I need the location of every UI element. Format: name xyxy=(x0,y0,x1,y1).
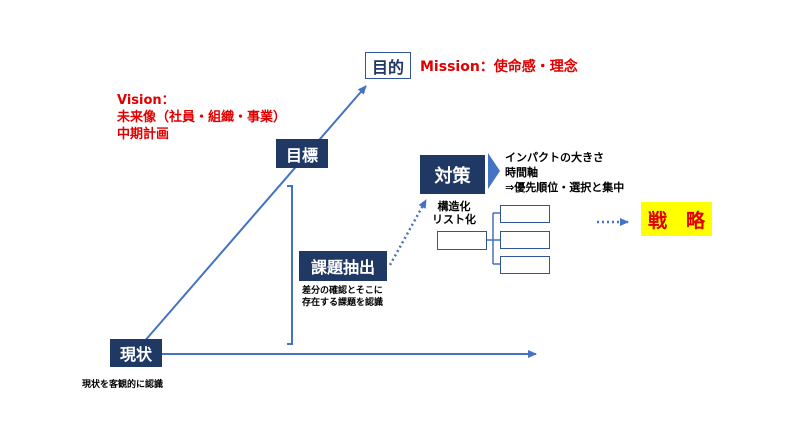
tree-child-box-3 xyxy=(500,256,550,274)
kadai-label: 課題抽出 xyxy=(310,258,375,277)
structure-line1: 構造化 xyxy=(437,200,471,213)
vision-plan: 中期計画 xyxy=(117,127,170,142)
kadai-desc-line2: 存在する課題を認識 xyxy=(302,298,384,308)
vision-title: Vision： xyxy=(117,93,175,108)
mission-text: Mission：使命感・理念 xyxy=(420,59,578,75)
mokuhyo-label: 目標 xyxy=(285,145,318,165)
senryaku-label: 戦 略 xyxy=(647,209,705,232)
genjo-box: 現状 xyxy=(110,339,162,367)
kadai-box: 課題抽出 xyxy=(299,251,387,281)
note-timeline: 時間軸 xyxy=(505,166,538,179)
tree-child-box-1 xyxy=(500,205,550,223)
senryaku-box: 戦 略 xyxy=(641,202,712,236)
note-priority: ⇒優先順位・選択と集中 xyxy=(505,181,625,194)
kadai-to-taisaku-arrow xyxy=(388,199,428,266)
genjo-desc: 現状を客観的に認識 xyxy=(82,380,164,390)
vision-future: 未来像（社員・組織・事業） xyxy=(117,110,287,125)
vision-block: Vision： 未来像（社員・組織・事業） 中期計画 xyxy=(117,92,286,143)
tree-root-box xyxy=(437,231,487,250)
kadai-desc-line1: 差分の確認とそこに xyxy=(302,286,383,296)
growth-arrow xyxy=(142,85,367,344)
mokuhyo-box: 目標 xyxy=(276,139,328,168)
mokuteki-box: 目的 xyxy=(365,52,411,79)
tree-connectors xyxy=(487,212,500,265)
genjo-label: 現状 xyxy=(119,345,152,364)
taisaku-box: 対策 xyxy=(420,155,485,194)
structure-line2: リスト化 xyxy=(432,213,476,226)
structure-text: 構造化 リスト化 xyxy=(432,200,476,226)
note-impact: インパクトの大きさ xyxy=(505,151,604,164)
chevron-arrow xyxy=(488,153,500,189)
kadai-desc: 差分の確認とそこに 存在する課題を認識 xyxy=(302,285,383,309)
gap-bracket xyxy=(287,185,293,345)
tree-child-box-2 xyxy=(500,231,550,249)
mokuteki-label: 目的 xyxy=(371,57,404,77)
taisaku-label: 対策 xyxy=(434,165,471,187)
taisaku-notes: インパクトの大きさ 時間軸 ⇒優先順位・選択と集中 xyxy=(505,150,624,195)
